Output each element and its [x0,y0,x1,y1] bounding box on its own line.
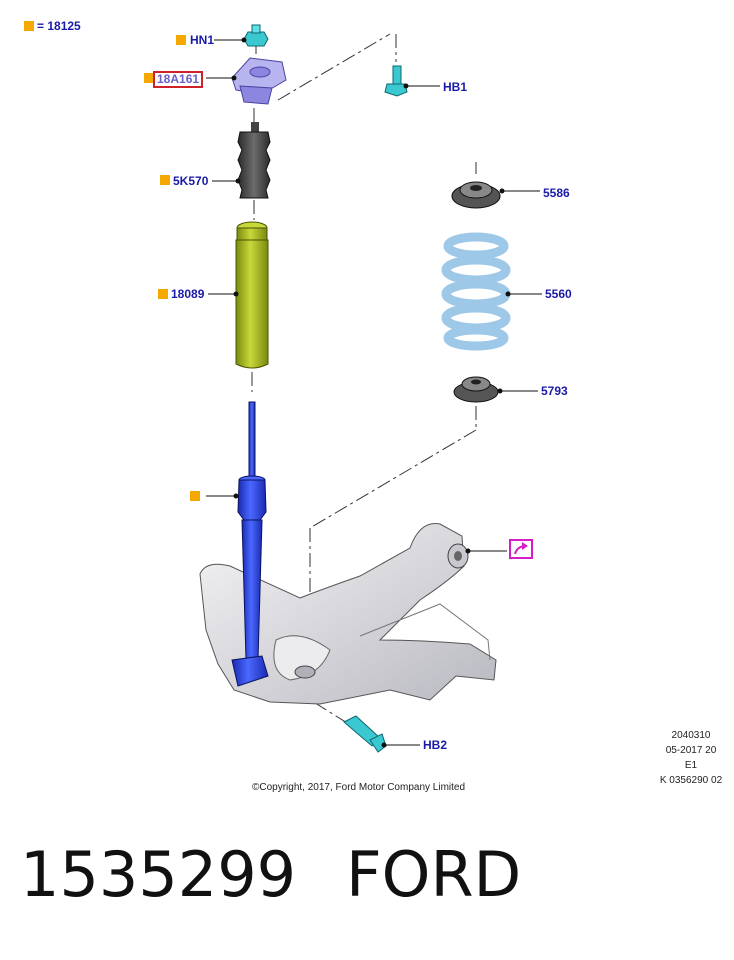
copyright-text: ©Copyright, 2017, Ford Motor Company Lim… [252,782,466,793]
part-number: 1535299 [20,838,297,911]
external-link-icon[interactable] [509,539,533,559]
marker-square-icon [158,289,168,299]
leader-lines [206,39,542,746]
meta-line-3: E1 [684,760,698,771]
bump-stop-part [235,221,269,369]
upper-spring-seat-part [451,181,501,209]
callout-hn1[interactable]: HN1 [190,33,215,47]
top-mount-part [231,57,287,105]
meta-line-4: K 0356290 02 [659,775,723,786]
lower-arm-subframe-part [199,523,497,705]
bolt-hb1-part [384,65,408,97]
callout-spring[interactable]: 5560 [545,287,572,301]
callout-hb1[interactable]: HB1 [443,80,468,94]
bolt-hb2-part [343,715,387,753]
meta-line-2: 05-2017 20 [665,745,717,756]
marker-square-icon [144,73,154,83]
callout-hb2[interactable]: HB2 [423,738,448,752]
shock-absorber-part [231,401,269,687]
marker-square-icon [160,175,170,185]
coil-spring-part [441,232,511,351]
dust-boot-part [237,122,271,199]
marker-square-icon [190,491,200,501]
callout-lower-seat[interactable]: 5793 [541,384,568,398]
callout-boot[interactable]: 5K570 [173,174,209,188]
meta-line-1: 2040310 [671,730,711,741]
marker-square-icon [24,21,34,31]
nut-hn1-part [243,24,269,47]
marker-square-icon [176,35,186,45]
callout-bumper[interactable]: 18089 [171,287,205,301]
lower-spring-seat-part [453,376,499,403]
callout-mount-highlighted[interactable]: 18A161 [153,71,204,88]
legend-label: = 18125 [37,19,81,33]
drawing-meta: 2040310 05-2017 20 E1 K 0356290 02 [650,728,732,788]
callout-upper-seat[interactable]: 5586 [543,186,570,200]
brand-name: FORD [346,838,522,911]
leader-dots [231,37,511,748]
